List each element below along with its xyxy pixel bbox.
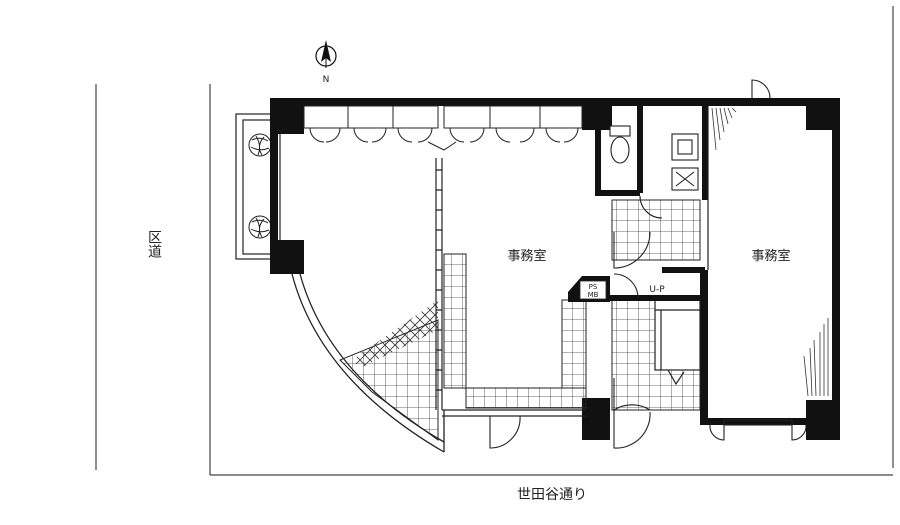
grid-strip-bottom xyxy=(465,387,587,409)
lobby-grid xyxy=(611,199,701,261)
mb-label: MB xyxy=(588,291,599,299)
grid-strip-vertical xyxy=(443,253,467,389)
entrance-hatch xyxy=(352,300,438,368)
grid-strip-right xyxy=(561,299,587,389)
entrance-grid-area xyxy=(339,319,439,441)
right-window-hatch xyxy=(711,107,829,397)
exterior-walls xyxy=(270,98,840,440)
toilet-icon xyxy=(609,125,631,164)
ps-label: PS xyxy=(589,283,598,291)
stair-block xyxy=(654,299,701,386)
doors xyxy=(489,79,807,449)
sink-icon xyxy=(671,133,699,191)
office-left-label: 事務室 xyxy=(507,248,546,264)
front-road-label: 世田谷通り xyxy=(517,487,587,503)
compass-label: N xyxy=(323,75,330,85)
office-right-label: 事務室 xyxy=(751,248,790,264)
stairs-label: U-P xyxy=(649,285,665,295)
partition-left xyxy=(435,158,586,417)
side-road-label: 区道 xyxy=(146,230,162,259)
plant-icon xyxy=(248,133,272,157)
core-walls xyxy=(595,104,708,301)
ps-mb-shaft xyxy=(568,276,610,302)
window-casements xyxy=(303,105,583,151)
north-arrow-icon xyxy=(315,40,337,68)
plant-icon xyxy=(248,215,272,239)
road-boundary-lines xyxy=(95,6,894,476)
